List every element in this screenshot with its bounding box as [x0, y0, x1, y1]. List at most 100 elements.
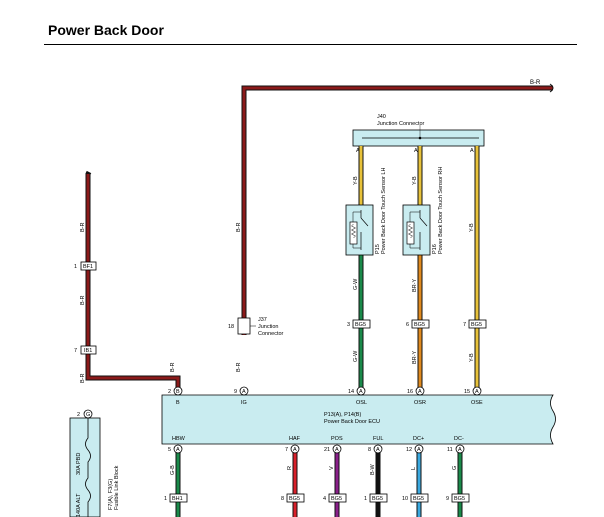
ecu-pin-b: B 2 B: [168, 386, 183, 406]
svg-text:POS: POS: [331, 436, 343, 442]
wire-label-yb-4: Y-B: [469, 353, 475, 362]
wire-label-gb: G-B: [170, 465, 176, 475]
connector-b10: [410, 493, 429, 503]
connector-b4-id: BG5: [331, 496, 342, 502]
ecu-pin-ig: A 9 IG: [234, 386, 249, 406]
wire-label-r: R: [287, 466, 293, 470]
svg-text:A: A: [417, 447, 421, 453]
wire-label-br-mid-2: B-R: [236, 363, 242, 373]
svg-text:16: 16: [407, 389, 413, 395]
svg-text:IG: IG: [241, 400, 247, 406]
ecu-pin-dcplus: DC+ A 12: [406, 436, 424, 454]
svg-text:OSR: OSR: [414, 400, 426, 406]
svg-text:14: 14: [348, 389, 354, 395]
wire-label-yb-2: Y-B: [412, 176, 418, 185]
ecu-pin-hbw: HBW A 5: [168, 436, 186, 454]
ecu-pin-pos: POS A 21: [324, 436, 343, 454]
svg-text:21: 21: [324, 447, 330, 453]
ecu-pin-dcminus: DC- A 11: [447, 436, 465, 454]
svg-text:OSL: OSL: [356, 400, 367, 406]
ecu-pin-osl: A 14 OSL: [348, 386, 367, 406]
svg-text:9: 9: [234, 389, 237, 395]
svg-text:B: B: [176, 400, 180, 406]
ecu-box: [161, 394, 556, 445]
wire-label-bw: B-W: [370, 464, 376, 476]
j40-pin-a2: A: [414, 148, 418, 154]
connector-ib1-id: IB1: [84, 348, 92, 354]
connector-b8-id: BG5: [289, 496, 300, 502]
fusible-id: F7(A), F3(G): [108, 479, 114, 510]
wire-label-br-left-2: B-R: [80, 296, 86, 306]
junction-j37: [237, 317, 251, 335]
connector-ib1: [80, 345, 97, 355]
connector-ib1-pin: 7: [74, 348, 77, 354]
sensor-rh-id: P16: [432, 244, 438, 254]
svg-text:5: 5: [168, 447, 171, 453]
wire-label-yb-3: Y-B: [469, 223, 475, 232]
fusible-rating-1: 140A ALT: [76, 493, 82, 517]
connector-b9-pin: 9: [446, 496, 449, 502]
svg-text:DC+: DC+: [413, 436, 424, 442]
j40-name: Junction Connector: [377, 121, 425, 127]
svg-text:11: 11: [447, 447, 453, 453]
j37-name2: Connector: [258, 331, 284, 337]
connector-bh1-id: BH1: [172, 496, 183, 502]
page-title: Power Back Door: [48, 22, 164, 38]
svg-text:OSE: OSE: [471, 400, 483, 406]
svg-text:12: 12: [406, 447, 412, 453]
sensor-lh-name: Power Back Door Touch Sensor LH: [381, 168, 387, 254]
title-divider: [44, 44, 577, 45]
svg-text:HBW: HBW: [172, 436, 186, 442]
ecu-pin-osr: A 16 OSR: [407, 386, 426, 406]
ecu-pin-ose: A 15 OSE: [464, 386, 483, 406]
ecu-pin-ful: FUL A 8: [368, 436, 383, 454]
svg-text:B: B: [176, 389, 180, 395]
connector-p6: [411, 319, 430, 329]
svg-text:HAF: HAF: [289, 436, 301, 442]
sensor-rh-name: Power Back Door Touch Sensor RH: [438, 167, 444, 254]
connector-bh1-pin: 1: [164, 496, 167, 502]
j37-name: Junction: [258, 324, 279, 330]
svg-text:8: 8: [368, 447, 371, 453]
wire-br-top: [241, 83, 554, 335]
connector-bf1: [80, 261, 97, 271]
svg-text:FUL: FUL: [373, 436, 383, 442]
svg-text:DC-: DC-: [454, 436, 464, 442]
connector-b1b-id: BG5: [372, 496, 383, 502]
fusible-rating-2: 30A PBD: [76, 453, 82, 475]
ecu-name: Power Back Door ECU: [324, 419, 380, 425]
connector-p3: [352, 319, 371, 329]
connector-bh1: [169, 493, 188, 503]
svg-text:A: A: [458, 447, 462, 453]
wire-label-br-left-4: B-R: [170, 363, 176, 373]
connector-bf1-pin: 1: [74, 264, 77, 270]
svg-text:7: 7: [285, 447, 288, 453]
wire-label-l: L: [411, 467, 417, 470]
wire-label-bry-2: BR-Y: [412, 351, 418, 364]
connector-p6-id: BG5: [414, 322, 425, 328]
connector-p7: [468, 319, 487, 329]
svg-text:A: A: [359, 389, 363, 395]
ecu-pin-haf: HAF A 7: [285, 436, 301, 454]
wire-label-bry-1: BR-Y: [412, 279, 418, 292]
connector-p6-pin: 6: [406, 322, 409, 328]
svg-text:A: A: [242, 389, 246, 395]
j37-pin: 18: [228, 324, 234, 330]
connector-p7-id: BG5: [471, 322, 482, 328]
touch-sensor-lh: [345, 204, 374, 256]
connector-b1b: [369, 493, 388, 503]
fusible-pin-letter: G: [86, 412, 90, 418]
wire-label-gw-2: G-W: [353, 350, 359, 362]
connector-p3-id: BG5: [355, 322, 366, 328]
wire-label-br-top: B-R: [530, 80, 541, 86]
connector-b9-id: BG5: [454, 496, 465, 502]
connector-p7-pin: 7: [463, 322, 466, 328]
connector-p3-pin: 3: [347, 322, 350, 328]
ecu-id: P13(A), P14(B): [324, 412, 361, 418]
j37-id: J37: [258, 317, 267, 323]
j40-pin-a3: A: [470, 148, 474, 154]
svg-text:A: A: [418, 389, 422, 395]
wire-label-g: G: [452, 466, 458, 470]
wire-label-br-left-1: B-R: [80, 223, 86, 233]
